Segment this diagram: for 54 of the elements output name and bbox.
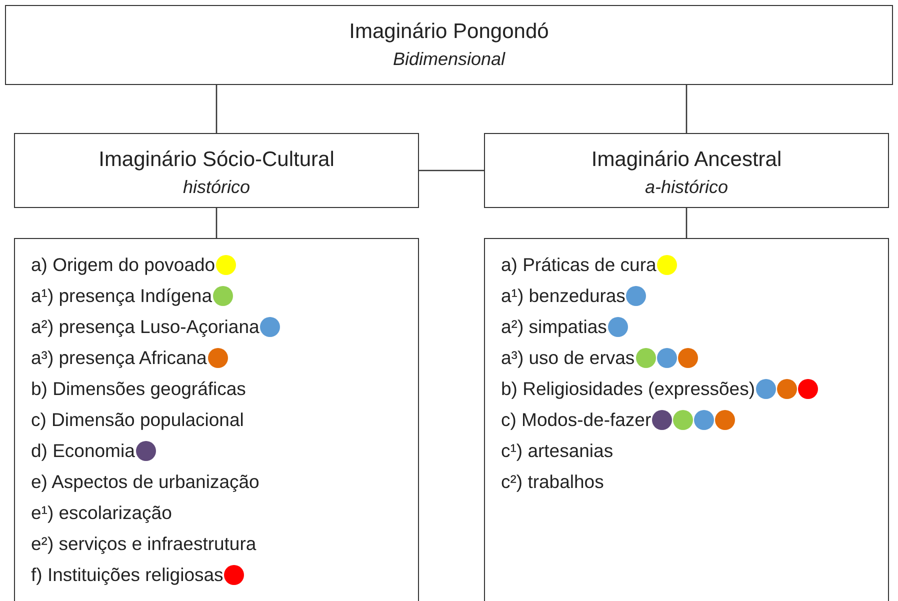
color-dot <box>224 564 244 584</box>
connector-line <box>216 208 218 238</box>
box-title: Imaginário Pongondó <box>348 19 550 45</box>
box-subtitle: a-histórico <box>644 176 730 199</box>
color-dot <box>657 254 678 274</box>
box-title: Imaginário Sócio-Cultural <box>98 147 336 173</box>
category-box <box>484 133 889 208</box>
list-item: c¹) artesanias <box>501 439 614 463</box>
color-dot <box>673 410 694 430</box>
color-dot <box>798 378 818 398</box>
box-subtitle: histórico <box>182 176 252 199</box>
list-item: b) Dimensões geográficas <box>31 377 246 401</box>
category-box <box>14 133 419 208</box>
list-box <box>484 238 889 601</box>
list-item: a³) uso de ervas <box>501 346 635 370</box>
connector-line <box>419 170 484 172</box>
color-dot <box>776 378 797 398</box>
color-dot <box>260 316 280 336</box>
list-item: a) Práticas de cura <box>501 253 656 277</box>
list-item: a²) presença Luso-Açoriana <box>31 315 260 339</box>
connector-line <box>686 208 688 238</box>
list-item: e¹) escolarização <box>31 501 172 525</box>
category-box <box>5 5 893 85</box>
list-item: c) Dimensão populacional <box>31 408 244 432</box>
connector-line <box>686 85 688 133</box>
color-dot <box>656 348 677 368</box>
connector-line <box>216 85 218 133</box>
list-item: f) Instituições religiosas <box>31 563 224 587</box>
color-dot <box>626 286 646 306</box>
color-dot <box>678 348 698 368</box>
list-item: a¹) benzeduras <box>501 284 626 308</box>
list-item: c²) trabalhos <box>501 470 604 494</box>
list-item: e) Aspectos de urbanização <box>31 470 260 494</box>
color-dot <box>208 348 228 368</box>
list-item: a²) simpatias <box>501 315 607 339</box>
list-item: c) Modos-de-fazer <box>501 408 652 432</box>
color-dot <box>694 410 714 430</box>
color-dot <box>652 410 672 430</box>
color-dot <box>136 440 156 460</box>
list-item: e²) serviços e infraestrutura <box>31 532 256 556</box>
list-item: a¹) presença Indígena <box>31 284 212 308</box>
list-item: b) Religiosidades (expressões) <box>501 377 755 401</box>
color-dot <box>636 348 656 368</box>
color-dot <box>756 378 776 398</box>
color-dot <box>213 286 234 306</box>
box-title: Imaginário Ancestral <box>590 147 783 173</box>
list-item: a) Origem do povoado <box>31 253 216 277</box>
color-dot <box>608 316 628 336</box>
color-dot <box>216 254 236 274</box>
list-box <box>14 238 419 601</box>
box-subtitle: Bidimensional <box>392 48 506 71</box>
color-dot <box>715 410 736 430</box>
list-item: a³) presença Africana <box>31 346 207 370</box>
list-item: d) Economia <box>31 439 135 463</box>
